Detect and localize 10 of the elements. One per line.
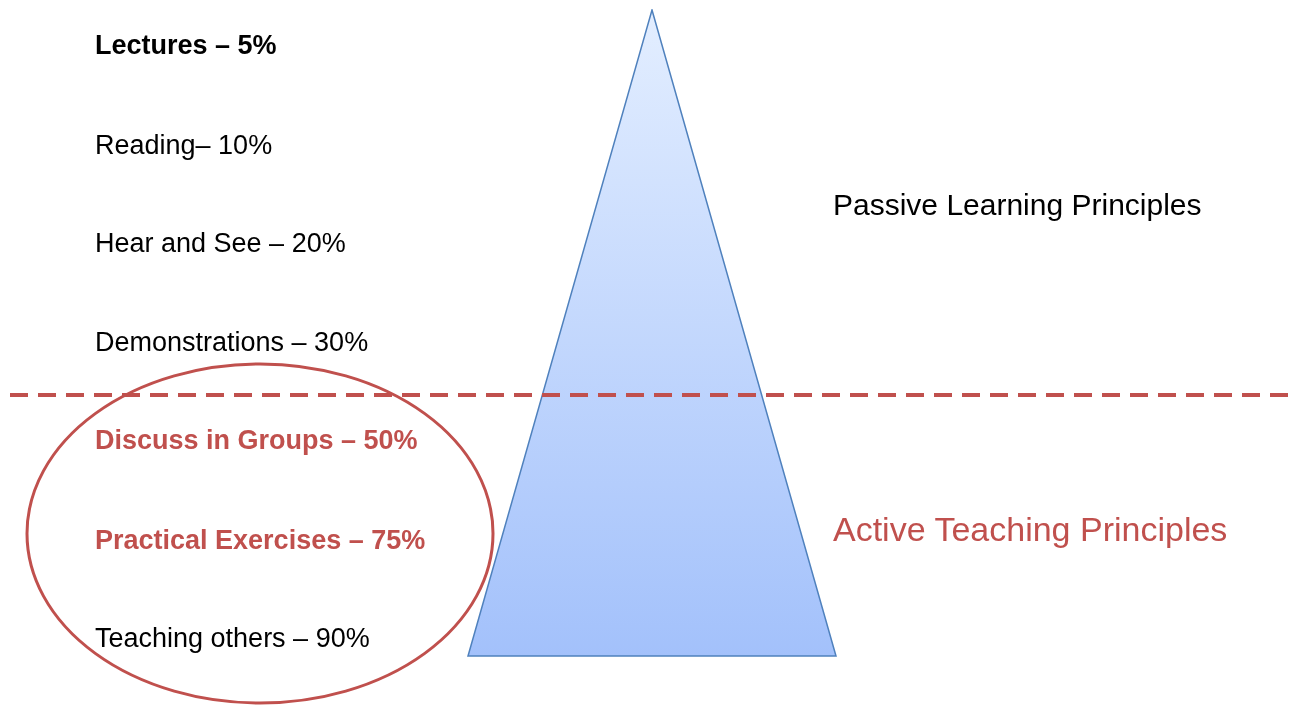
learning-method-label: Reading– 10% [95,129,273,162]
learning-method-label: Teaching others – 90% [95,622,370,655]
learning-method-label: Demonstrations – 30% [95,326,369,359]
circled-group [25,362,495,705]
section-label: Passive Learning Principles [833,187,1202,223]
learning-method-label: Hear and See – 20% [95,227,346,260]
section-label: Active Teaching Principles [833,509,1228,550]
learning-method-label: Lectures – 5% [95,29,277,62]
learning-method-label: Discuss in Groups – 50% [95,424,418,457]
learning-method-label: Practical Exercises – 75% [95,524,426,557]
